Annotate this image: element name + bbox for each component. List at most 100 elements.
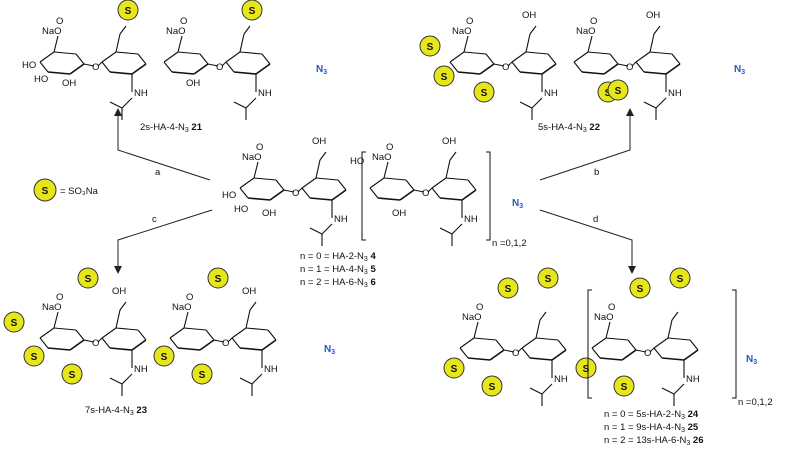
sulfate-ball-icon (613, 375, 635, 397)
hydroxyl-label: OH (242, 286, 256, 297)
sulfate-ball-icon (207, 267, 229, 289)
bond (283, 189, 295, 193)
hydroxyl-label: OH (112, 286, 126, 297)
bond (309, 227, 323, 235)
carboxylate-label: NaO (576, 26, 596, 37)
bond (225, 61, 235, 73)
bond (525, 33, 531, 53)
bond (331, 189, 347, 201)
carbonyl-oxygen: O (466, 16, 473, 27)
sulfate-symbol: S (249, 6, 256, 17)
bond (431, 187, 441, 199)
sulfate-ball-icon (433, 65, 455, 87)
bond (39, 337, 49, 349)
bond (383, 177, 407, 181)
bond (163, 51, 179, 63)
bond (169, 327, 185, 339)
bond (227, 337, 233, 343)
bond (605, 337, 629, 341)
nh-label: NH (464, 214, 478, 225)
center-repeat: n =0,1,2 (492, 238, 527, 249)
hydroxyl-label: OH (262, 208, 276, 219)
carboxylate-label: NaO (42, 26, 62, 37)
nh-label: NH (668, 88, 682, 99)
bond (603, 63, 619, 75)
nh-label: NH (544, 88, 558, 99)
carboxylate-label: NaO (462, 312, 482, 323)
caption-23: 7s-HA-4-N3 23 (85, 405, 147, 417)
bond (573, 61, 583, 73)
sulfate-symbol: S (545, 274, 552, 285)
sulfate-symbol: S (441, 72, 448, 83)
bond (369, 177, 385, 189)
carboxylate-label: NaO (372, 152, 392, 163)
nh-label: NH (134, 364, 148, 375)
sulfate-ball-icon (61, 363, 83, 385)
bond (653, 347, 663, 359)
bond (245, 327, 269, 331)
bond (631, 61, 637, 67)
bracket-right (486, 151, 491, 241)
bond (309, 197, 333, 201)
sulfate-ball-icon (33, 178, 57, 202)
bond (667, 337, 691, 341)
sulfate-ball-icon (537, 267, 559, 289)
bond (115, 309, 121, 329)
arrow-b-label: b (594, 167, 599, 178)
sulfate-ball-icon (481, 375, 503, 397)
bond (467, 179, 477, 191)
sulfate-ball-icon (117, 0, 139, 21)
center-line-2: n = 2 = HA-6-N3 6 (300, 277, 376, 289)
sulfate-ball-icon (473, 81, 495, 103)
sulfate-ball-icon (153, 345, 175, 367)
bond (315, 159, 321, 179)
sulfate-ball-icon (419, 35, 441, 57)
bond (115, 327, 139, 331)
bond (239, 33, 245, 53)
bond (109, 101, 123, 109)
sulfate-symbol: S (31, 352, 38, 363)
bond (661, 357, 685, 361)
hydroxyl-label: HO (22, 60, 36, 71)
bond (405, 179, 415, 191)
hydroxyl-label: HO (350, 156, 364, 167)
carbonyl-oxygen: O (180, 16, 187, 27)
bond (621, 349, 637, 361)
bond (473, 337, 497, 341)
bond (275, 179, 285, 191)
hydroxyl-label: OH (646, 10, 660, 21)
sulfate-ball-icon (191, 363, 213, 385)
azide-label: N3 (512, 198, 523, 210)
bond (53, 327, 77, 331)
bond (101, 337, 111, 349)
bond (377, 197, 401, 201)
bond (683, 349, 699, 361)
bond (605, 321, 611, 339)
bond (39, 61, 49, 73)
bond (239, 377, 253, 385)
carbonyl-oxygen: O (56, 16, 63, 27)
bond (137, 329, 147, 341)
sulfate-symbol: S (489, 382, 496, 393)
center-line-1: n = 1 = HA-4-N3 5 (300, 264, 376, 276)
bond (479, 63, 495, 75)
sulfate-ball-icon (669, 267, 691, 289)
bond (617, 63, 629, 67)
bond (337, 179, 347, 191)
bond (319, 151, 327, 161)
bond (609, 53, 619, 65)
bond (83, 339, 95, 343)
bond (507, 61, 513, 67)
sulfate-ball-icon (77, 267, 99, 289)
bond (587, 35, 593, 53)
bond (547, 53, 557, 65)
bond (239, 51, 263, 55)
bond (383, 161, 389, 179)
bond (239, 177, 255, 189)
hydroxyl-label: OH (186, 78, 200, 89)
carbonyl-oxygen: O (56, 292, 63, 303)
